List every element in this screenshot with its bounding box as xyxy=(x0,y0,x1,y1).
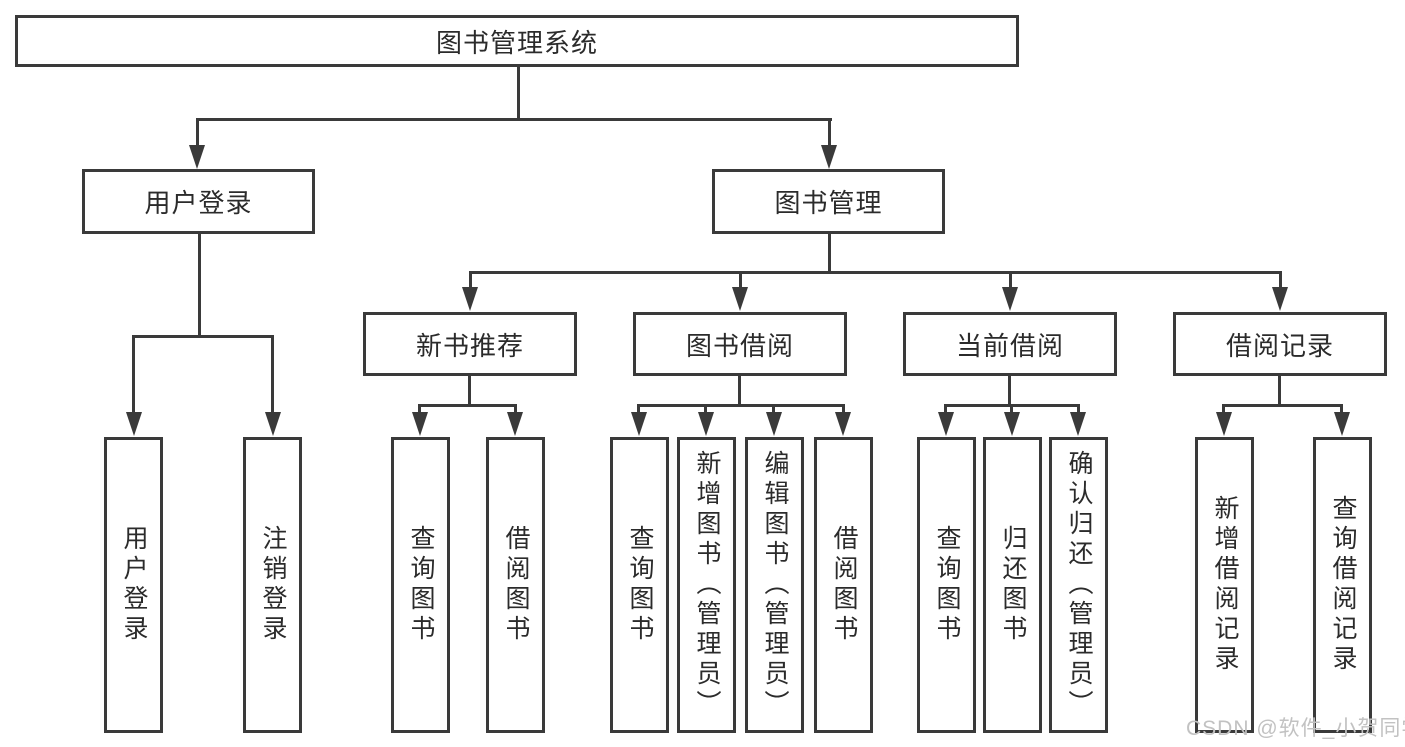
connector-arrowhead xyxy=(1272,287,1288,311)
node-label: 图书管理 xyxy=(774,188,883,218)
node-label: 新增图书（管理员） xyxy=(693,450,721,720)
connector-arrowhead xyxy=(1070,412,1086,436)
connector-vline xyxy=(468,375,471,407)
node-label: 借阅记录 xyxy=(1225,330,1334,361)
connector-vline xyxy=(1077,404,1080,414)
connector-arrowhead xyxy=(1216,412,1232,436)
node-library-management-system: 图书管理系统 xyxy=(15,15,1019,67)
connector-vline xyxy=(1279,271,1282,289)
node-label: 查询图书 xyxy=(407,525,435,645)
node-add-borrow-record: 新增借阅记录 xyxy=(1195,437,1254,733)
node-query-books-recommend: 查询图书 xyxy=(391,437,450,733)
connector-vline xyxy=(1222,404,1225,414)
connector-vline xyxy=(418,404,421,414)
connector-arrowhead xyxy=(507,412,523,436)
connector-hline xyxy=(469,271,1282,274)
node-label: 编辑图书（管理员） xyxy=(761,450,789,720)
node-user-login-module: 用户登录 xyxy=(82,169,315,234)
connector-vline xyxy=(198,233,201,338)
connector-arrowhead xyxy=(698,412,714,436)
node-book-borrowing: 图书借阅 xyxy=(633,312,847,376)
node-label: 查询图书 xyxy=(626,525,654,645)
connector-arrowhead xyxy=(126,412,142,436)
node-user-login: 用户登录 xyxy=(104,437,163,733)
node-logout: 注销登录 xyxy=(243,437,302,733)
node-label: 图书借阅 xyxy=(685,330,794,361)
connector-arrowhead xyxy=(189,145,205,169)
node-confirm-return-admin: 确认归还（管理员） xyxy=(1049,437,1108,733)
connector-arrowhead xyxy=(732,287,748,311)
node-query-borrow-record: 查询借阅记录 xyxy=(1313,437,1372,733)
node-label: 用户登录 xyxy=(144,188,253,218)
node-label: 归还图书 xyxy=(999,525,1027,645)
node-label: 新增借阅记录 xyxy=(1211,495,1239,675)
node-label: 注销登录 xyxy=(259,525,287,645)
connector-vline xyxy=(828,233,831,274)
node-edit-books-admin: 编辑图书（管理员） xyxy=(745,437,804,733)
connector-hline xyxy=(132,335,274,338)
node-query-books-current: 查询图书 xyxy=(917,437,976,733)
node-label: 用户登录 xyxy=(120,525,148,645)
connector-vline xyxy=(828,118,831,147)
connector-hline xyxy=(637,404,845,407)
connector-arrowhead xyxy=(1002,287,1018,311)
node-current-borrowing: 当前借阅 xyxy=(903,312,1117,376)
connector-vline xyxy=(738,375,741,407)
connector-vline xyxy=(704,404,707,414)
connector-arrowhead xyxy=(1004,412,1020,436)
connector-vline xyxy=(739,271,742,289)
connector-vline xyxy=(1009,271,1012,289)
node-label: 借阅图书 xyxy=(830,525,858,645)
connector-vline xyxy=(842,404,845,414)
connector-vline xyxy=(469,271,472,289)
csdn-watermark: CSDN @软件_小贺同学 xyxy=(1186,717,1405,740)
connector-vline xyxy=(132,335,135,414)
node-return-books: 归还图书 xyxy=(983,437,1042,733)
connector-vline xyxy=(196,118,199,147)
node-borrowing-records: 借阅记录 xyxy=(1173,312,1387,376)
node-label: 查询图书 xyxy=(933,525,961,645)
connector-arrowhead xyxy=(412,412,428,436)
node-label: 查询借阅记录 xyxy=(1329,495,1357,675)
node-label: 确认归还（管理员） xyxy=(1065,450,1093,720)
connector-arrowhead xyxy=(766,412,782,436)
node-add-books-admin: 新增图书（管理员） xyxy=(677,437,736,733)
connector-vline xyxy=(1010,404,1013,414)
connector-vline xyxy=(1340,404,1343,414)
connector-arrowhead xyxy=(462,287,478,311)
connector-vline xyxy=(514,404,517,414)
connector-vline xyxy=(637,404,640,414)
connector-hline xyxy=(196,118,832,121)
connector-arrowhead xyxy=(631,412,647,436)
node-borrow-books-recommend: 借阅图书 xyxy=(486,437,545,733)
node-query-books-borrow: 查询图书 xyxy=(610,437,669,733)
connector-vline xyxy=(1278,375,1281,407)
connector-arrowhead xyxy=(938,412,954,436)
connector-arrowhead xyxy=(1334,412,1350,436)
node-borrow-books: 借阅图书 xyxy=(814,437,873,733)
node-book-management-module: 图书管理 xyxy=(712,169,945,234)
node-label: 借阅图书 xyxy=(502,525,530,645)
connector-arrowhead xyxy=(821,145,837,169)
connector-vline xyxy=(772,404,775,414)
connector-hline xyxy=(418,404,517,407)
node-label: 当前借阅 xyxy=(955,330,1064,361)
connector-vline xyxy=(944,404,947,414)
connector-vline xyxy=(271,335,274,414)
connector-vline xyxy=(517,66,520,120)
connector-vline xyxy=(1008,375,1011,407)
node-label: 图书管理系统 xyxy=(435,27,598,58)
connector-arrowhead xyxy=(835,412,851,436)
node-label: 新书推荐 xyxy=(415,330,524,361)
node-new-book-recommendation: 新书推荐 xyxy=(363,312,577,376)
connector-arrowhead xyxy=(265,412,281,436)
connector-hline xyxy=(1222,404,1343,407)
